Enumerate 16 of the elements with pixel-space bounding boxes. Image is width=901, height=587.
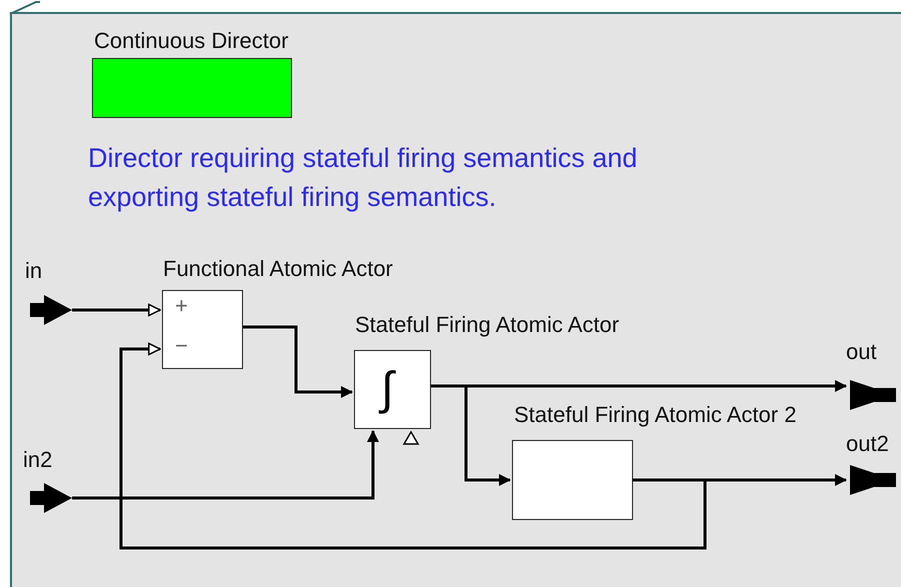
block-label: Stateful Firing Atomic Actor	[355, 312, 620, 338]
port-sign: +	[175, 295, 188, 317]
block-label: Functional Atomic Actor	[163, 256, 393, 282]
port-sign: −	[175, 335, 188, 357]
block-label: out2	[846, 431, 889, 457]
note-text: Director requiring stateful firing semantics and exporting stateful firing semantics.	[88, 142, 638, 214]
connector-arrow	[243, 326, 353, 398]
block-label: in	[25, 258, 42, 284]
block-label: Stateful Firing Atomic Actor 2	[514, 402, 796, 428]
connector-arrow	[120, 342, 706, 550]
connector-arrow	[72, 304, 161, 316]
block-label: Continuous Director	[94, 28, 288, 54]
block-label: out	[846, 339, 877, 365]
connector-arrow	[72, 430, 379, 500]
block-label: in2	[23, 447, 52, 473]
connector-arrow	[431, 384, 511, 486]
